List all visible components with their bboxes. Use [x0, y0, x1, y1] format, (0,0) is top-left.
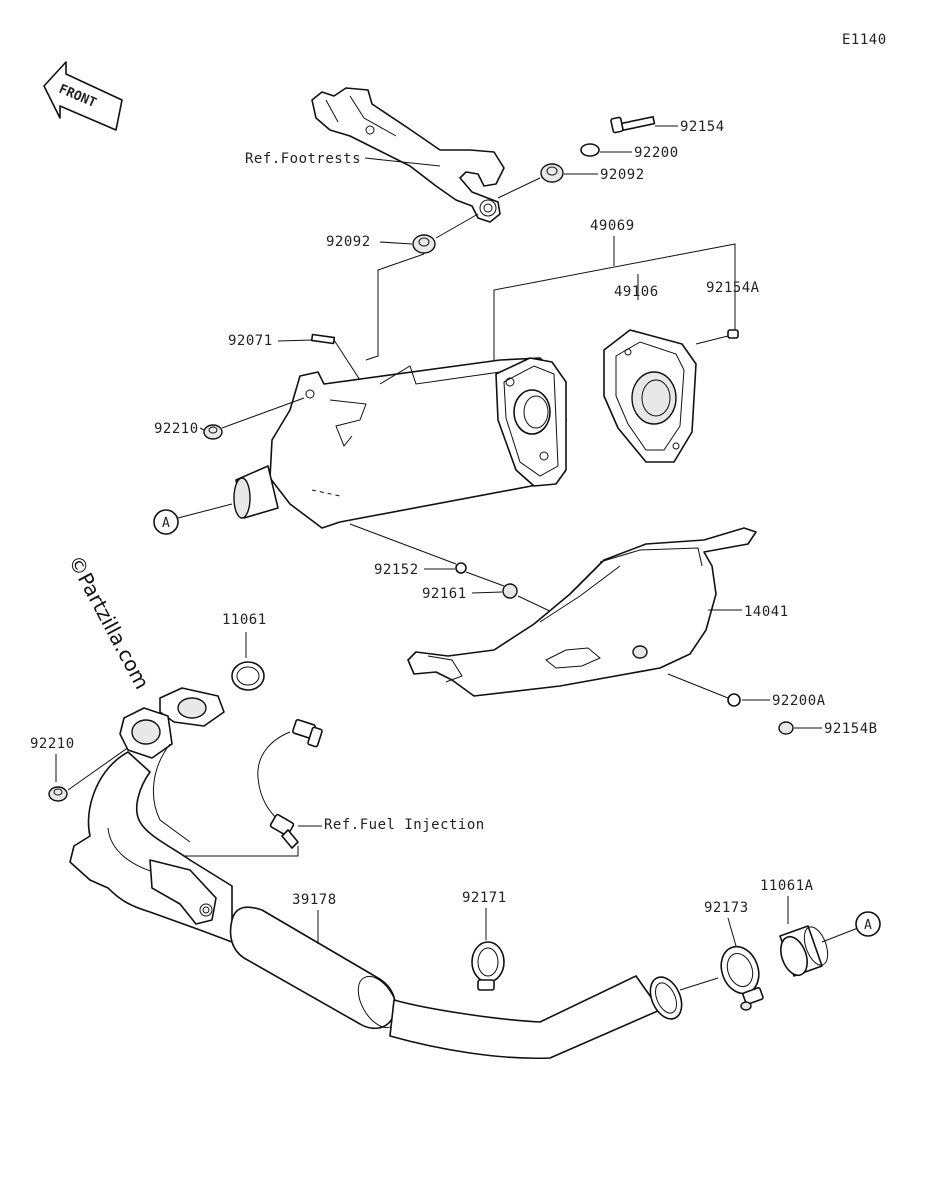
muffler-body [233, 357, 567, 529]
part-92071-label: 92071 [228, 333, 273, 349]
bolt-92154-icon [610, 115, 656, 134]
part-92200-label: 92200 [634, 145, 679, 161]
washer-92200A-icon [727, 693, 741, 707]
callout-a-top-label: A [162, 516, 170, 531]
ref-fuel-injection-label: Ref.Fuel Injection [324, 817, 485, 833]
footrest-bracket [311, 87, 505, 223]
part-14041-label: 14041 [744, 604, 789, 620]
nut-92210-top-icon [203, 424, 223, 440]
nut-92210-bottom-icon [48, 786, 68, 802]
callout-a-top: A [153, 509, 179, 535]
part-92173-label: 92173 [704, 900, 749, 916]
bolt-92154B-icon [778, 721, 794, 735]
part-92200A-label: 92200A [772, 693, 826, 709]
part-11061-label: 11061 [222, 612, 267, 628]
part-92210-top-label: 92210 [154, 421, 199, 437]
part-92210-bottom-label: 92210 [30, 736, 75, 752]
header-pipe-39178 [69, 687, 683, 1060]
damper-92092-right-icon [540, 163, 564, 183]
part-49106-label: 49106 [614, 284, 659, 300]
clamp-92173-icon [720, 945, 764, 1011]
callout-a-bottom-label: A [864, 918, 872, 933]
clamp-92171-icon [471, 941, 505, 991]
part-92171-label: 92171 [462, 890, 507, 906]
gasket-11061A-icon [779, 925, 829, 977]
diagram-code: E1140 [842, 32, 887, 48]
damper-92092-left-icon [412, 234, 436, 254]
part-92092-left-label: 92092 [326, 234, 371, 250]
o2-sensor [257, 718, 323, 849]
front-arrow-icon: FRONT [43, 61, 123, 131]
part-92152-label: 92152 [374, 562, 419, 578]
part-49069-label: 49069 [590, 218, 635, 234]
part-92154B-label: 92154B [824, 721, 878, 737]
part-92154-label: 92154 [680, 119, 725, 135]
gasket-11061-icon [231, 661, 265, 691]
end-cover-49106 [603, 329, 697, 463]
washer-92152-icon [455, 562, 467, 574]
ref-footrests-label: Ref.Footrests [245, 151, 361, 167]
part-92161-label: 92161 [422, 586, 467, 602]
callout-a-bottom: A [855, 911, 881, 937]
collar-92161-icon [502, 583, 518, 599]
heat-guard-14041 [407, 527, 757, 697]
stud-92071-icon [310, 333, 336, 345]
part-92092-right-label: 92092 [600, 167, 645, 183]
bolt-92154A-icon [727, 329, 739, 339]
part-92154A-label: 92154A [706, 280, 760, 296]
watermark: ©Partzilla.com [64, 551, 155, 693]
part-39178-label: 39178 [292, 892, 337, 908]
washer-92200-icon [580, 143, 600, 157]
part-11061A-label: 11061A [760, 878, 814, 894]
